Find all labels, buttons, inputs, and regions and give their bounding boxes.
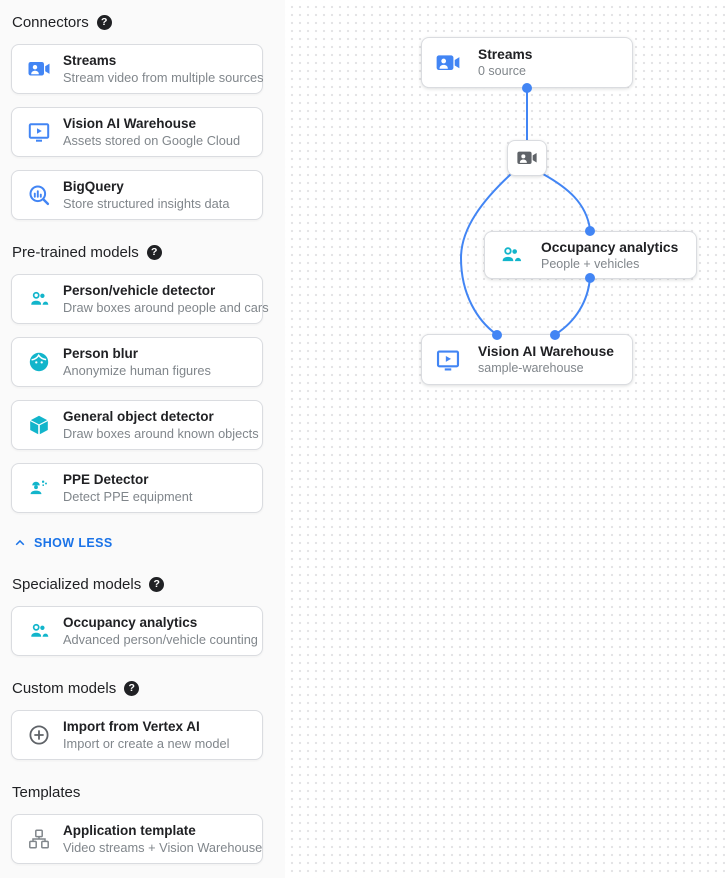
section-title: Custom models bbox=[12, 680, 117, 697]
section-title: Templates bbox=[12, 784, 81, 801]
sitemap-icon bbox=[27, 827, 51, 851]
component-palette: Connectors ? Streams Stream video from m… bbox=[0, 0, 285, 878]
occupancy-icon bbox=[27, 619, 51, 643]
card-subtitle: Draw boxes around people and cars bbox=[63, 300, 269, 315]
card-subtitle: Draw boxes around known objects bbox=[63, 426, 259, 441]
streams-icon bbox=[27, 57, 51, 81]
graph-canvas[interactable]: Streams 0 source Occupancy analytics Peo… bbox=[285, 0, 725, 878]
palette-card-streams[interactable]: Streams Stream video from multiple sourc… bbox=[11, 44, 264, 94]
section-title: Pre-trained models bbox=[12, 244, 139, 261]
card-title: PPE Detector bbox=[63, 472, 149, 487]
connection-ports bbox=[492, 83, 595, 340]
card-subtitle: Store structured insights data bbox=[63, 196, 230, 211]
section-header-templates: Templates bbox=[12, 784, 263, 801]
palette-card-vision-warehouse[interactable]: Vision AI Warehouse Assets stored on Goo… bbox=[11, 107, 263, 157]
occupancy-icon bbox=[498, 242, 524, 268]
palette-card-person-vehicle-detector[interactable]: Person/vehicle detector Draw boxes aroun… bbox=[11, 274, 269, 324]
palette-card-general-object-detector[interactable]: General object detector Draw boxes aroun… bbox=[11, 400, 263, 450]
card-title: BigQuery bbox=[63, 179, 124, 194]
streams-icon bbox=[435, 50, 461, 76]
node-camera-mini[interactable] bbox=[507, 140, 547, 176]
palette-card-bigquery[interactable]: BigQuery Store structured insights data bbox=[11, 170, 263, 220]
card-title: Streams bbox=[63, 53, 117, 68]
warehouse-icon bbox=[27, 120, 51, 144]
node-title: Vision AI Warehouse bbox=[478, 344, 614, 359]
card-title: Occupancy analytics bbox=[63, 615, 198, 630]
section-header-specialized: Specialized models ? bbox=[12, 576, 263, 593]
section-header-pretrained: Pre-trained models ? bbox=[12, 244, 263, 261]
card-subtitle: Advanced person/vehicle counting bbox=[63, 632, 258, 647]
cube-icon bbox=[27, 413, 51, 437]
node-title: Occupancy analytics bbox=[541, 239, 679, 255]
node-streams[interactable]: Streams 0 source bbox=[421, 37, 633, 88]
card-subtitle: Import or create a new model bbox=[63, 736, 230, 751]
card-title: General object detector bbox=[63, 409, 214, 424]
card-subtitle: Anonymize human figures bbox=[63, 363, 211, 378]
section-header-connectors: Connectors ? bbox=[12, 14, 263, 31]
card-title: Person/vehicle detector bbox=[63, 283, 216, 298]
help-icon[interactable]: ? bbox=[124, 681, 140, 696]
graph-edges bbox=[459, 88, 591, 335]
palette-card-application-template[interactable]: Application template Video streams + Vis… bbox=[11, 814, 263, 864]
card-title: Vision AI Warehouse bbox=[63, 116, 197, 131]
add-circle-icon bbox=[27, 723, 51, 747]
card-title: Application template bbox=[63, 823, 196, 838]
card-title: Person blur bbox=[63, 346, 139, 361]
help-icon[interactable]: ? bbox=[149, 577, 165, 592]
card-subtitle: Assets stored on Google Cloud bbox=[63, 133, 241, 148]
show-less-label: SHOW LESS bbox=[34, 536, 113, 550]
node-title: Streams bbox=[478, 47, 533, 62]
section-title: Connectors bbox=[12, 14, 89, 31]
node-subtitle: People + vehicles bbox=[541, 256, 640, 271]
section-header-custom: Custom models ? bbox=[12, 680, 263, 697]
video-camera-icon bbox=[516, 147, 538, 169]
card-subtitle: Detect PPE equipment bbox=[63, 489, 193, 504]
palette-card-occupancy-analytics[interactable]: Occupancy analytics Advanced person/vehi… bbox=[11, 606, 263, 656]
chevron-up-icon bbox=[15, 539, 25, 546]
person-blur-icon bbox=[27, 350, 51, 374]
bigquery-icon bbox=[27, 183, 51, 207]
warehouse-icon bbox=[435, 347, 461, 373]
node-subtitle: sample-warehouse bbox=[478, 361, 584, 375]
ppe-icon bbox=[27, 476, 51, 500]
palette-card-ppe-detector[interactable]: PPE Detector Detect PPE equipment bbox=[11, 463, 263, 513]
help-icon[interactable]: ? bbox=[96, 15, 112, 30]
node-subtitle: 0 source bbox=[478, 64, 526, 78]
node-occupancy-analytics[interactable]: Occupancy analytics People + vehicles bbox=[484, 231, 697, 279]
card-subtitle: Video streams + Vision Warehouse bbox=[63, 840, 263, 855]
node-vision-ai-warehouse[interactable]: Vision AI Warehouse sample-warehouse bbox=[421, 334, 633, 385]
help-icon[interactable]: ? bbox=[146, 245, 162, 260]
card-subtitle: Stream video from multiple sources bbox=[63, 70, 264, 85]
show-less-button[interactable]: SHOW LESS bbox=[13, 535, 263, 551]
palette-card-person-blur[interactable]: Person blur Anonymize human figures bbox=[11, 337, 263, 387]
card-title: Import from Vertex AI bbox=[63, 719, 200, 734]
palette-card-import-vertex-ai[interactable]: Import from Vertex AI Import or create a… bbox=[11, 710, 263, 760]
person-vehicle-icon bbox=[27, 287, 51, 311]
section-title: Specialized models bbox=[12, 576, 142, 593]
